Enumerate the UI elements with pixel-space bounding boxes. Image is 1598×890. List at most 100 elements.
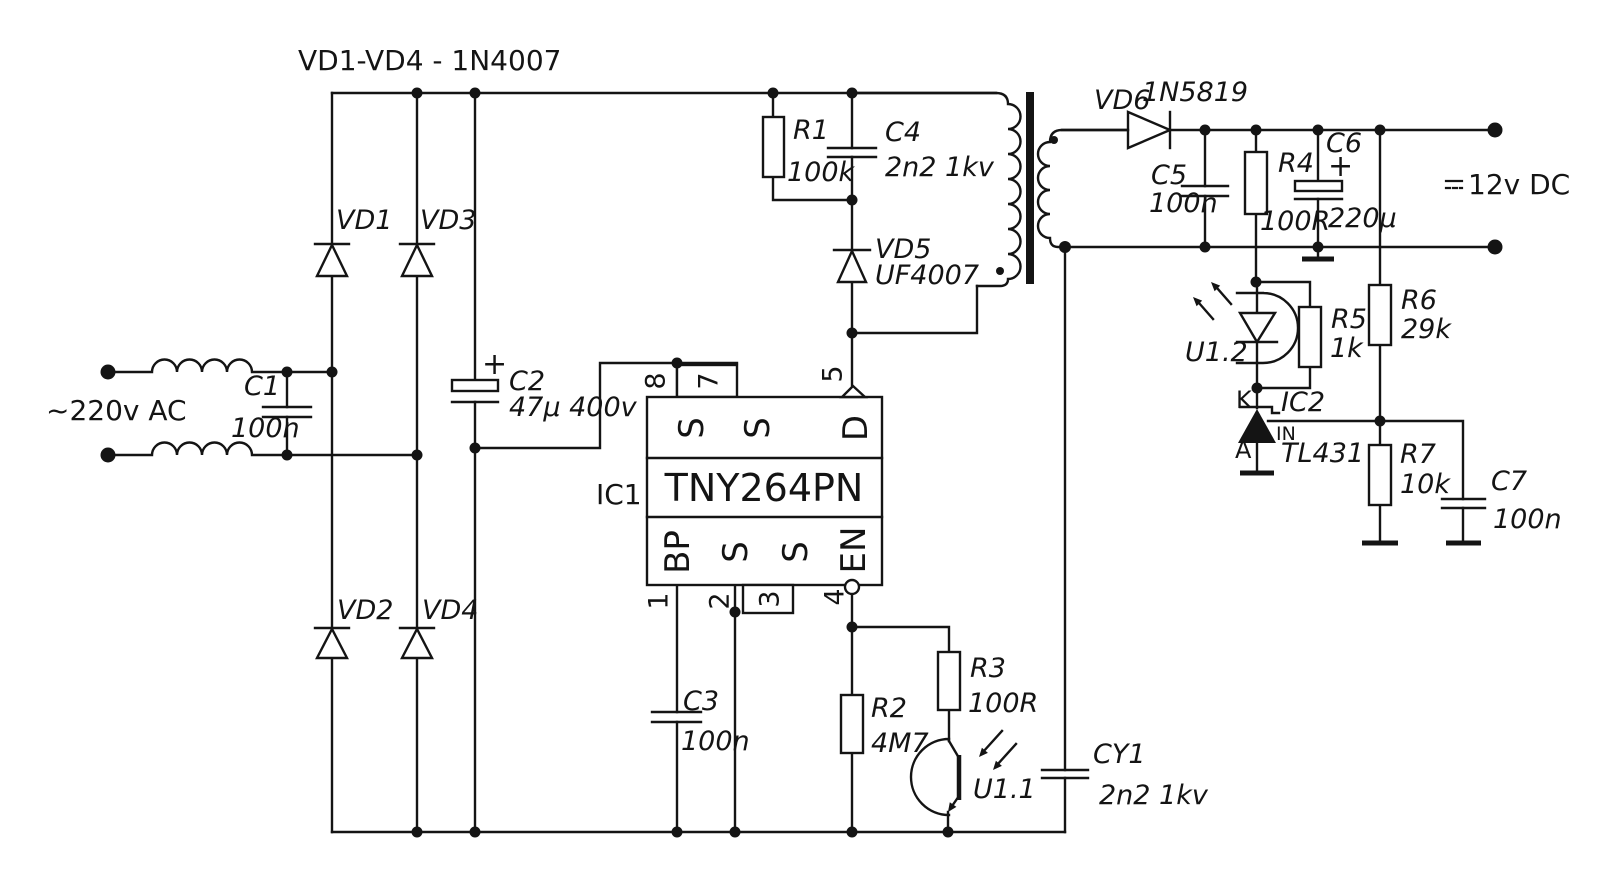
- ic2-ref: IC2: [1281, 387, 1325, 418]
- c1-ref: C1: [244, 371, 280, 402]
- ic1-pin4-number: 4: [820, 588, 851, 605]
- c5-value: 100n: [1149, 188, 1218, 219]
- r7-ref: R7: [1400, 439, 1436, 470]
- optocoupler-led-u1-2: [1193, 282, 1300, 365]
- ic1-pad-s-bot-left: S: [716, 541, 756, 563]
- tl431-cathode-label: K: [1236, 386, 1253, 414]
- optocoupler-phototransistor-u1-1: [909, 729, 1018, 817]
- capacitor-cy1: [1040, 768, 1090, 780]
- c6-polarity: +: [1328, 149, 1353, 184]
- ac-input-terminal-bottom: [100, 447, 116, 463]
- c4-ref: C4: [885, 117, 921, 148]
- capacitor-c3: [650, 710, 703, 724]
- vd5-ref: VD5: [875, 234, 931, 265]
- dc-output-terminal-plus: [1487, 122, 1503, 138]
- terminals: [100, 122, 1503, 463]
- resistor-r3: [936, 650, 962, 712]
- transformer-primary-winding: [850, 91, 1022, 288]
- diode-vd1: [313, 242, 351, 278]
- tl431-anode-label: A: [1235, 436, 1252, 464]
- c5-ref: C5: [1151, 160, 1187, 191]
- capacitor-c1: [261, 405, 313, 419]
- emitted-light-arrow: [1211, 282, 1221, 292]
- c6-value: 220µ: [1328, 203, 1397, 234]
- r7-value: 10k: [1400, 469, 1451, 500]
- ic1-pad-s-bot-right: S: [776, 541, 816, 563]
- r6-ref: R6: [1401, 285, 1437, 316]
- dc-output-label: 12v DC: [1468, 168, 1570, 201]
- u1-2-ref: U1.2: [1185, 337, 1248, 368]
- ic1-part-number: TNY264PN: [664, 466, 864, 510]
- r3-ref: R3: [970, 653, 1006, 684]
- vd1-ref: VD1: [336, 205, 392, 236]
- r2-ref: R2: [871, 693, 907, 724]
- c4-value: 2n2 1kv: [885, 152, 995, 183]
- r3-value: 100R: [968, 688, 1038, 719]
- ic1-pin7-tab: [675, 363, 739, 399]
- ic1-pin5-number: 5: [818, 365, 849, 382]
- capacitor-c4: [826, 146, 878, 159]
- ic1-pad-s-top-right: S: [738, 417, 778, 439]
- secondary-polarity-dot: [1050, 136, 1058, 144]
- ic1-body: [645, 395, 884, 587]
- r4-ref: R4: [1278, 148, 1314, 179]
- diode-vd2: [313, 626, 351, 660]
- r1-ref: R1: [793, 115, 829, 146]
- cy1-value: 2n2 1kv: [1099, 780, 1209, 811]
- emitted-light-arrow: [1193, 297, 1203, 307]
- bridge-rectifier: [313, 242, 436, 660]
- resistor-r5: [1297, 305, 1323, 369]
- capacitor-c2: [450, 378, 500, 404]
- r4-value: 100R: [1260, 206, 1330, 237]
- resistor-r7: [1367, 443, 1393, 507]
- r6-value: 29k: [1401, 314, 1452, 345]
- capacitor-c6: [1293, 179, 1344, 201]
- capacitor-c5: [1180, 184, 1230, 198]
- tl431-ref-pin-label: IN: [1276, 423, 1296, 445]
- resistor-r2: [839, 693, 865, 755]
- vd4-ref: VD4: [422, 595, 478, 626]
- cy1-ref: CY1: [1093, 739, 1146, 770]
- emitter-arrow: [948, 802, 957, 812]
- dc-output-terminal-minus: [1487, 239, 1503, 255]
- incoming-light-arrow: [979, 747, 988, 757]
- ic2-part: TL431: [1281, 438, 1364, 469]
- dc-symbol: [1444, 179, 1464, 190]
- resistor-r1: [761, 115, 786, 179]
- resistor-r4: [1243, 150, 1269, 216]
- primary-wiring: [106, 91, 1067, 834]
- junction-dots: [281, 87, 1386, 838]
- c2-value: 47µ 400v: [509, 392, 638, 423]
- vd5-value: UF4007: [875, 260, 979, 291]
- secondary-wiring: [1063, 128, 1497, 543]
- ac-input-label: ~220v AC: [46, 394, 187, 427]
- ic1-pin1-number: 1: [644, 592, 675, 609]
- c1-value: 100n: [231, 413, 300, 444]
- ic1-tny264pn: [645, 363, 884, 615]
- c7-value: 100n: [1493, 504, 1562, 535]
- r5-value: 1k: [1330, 333, 1364, 364]
- ic1-pin2-number: 2: [705, 592, 736, 609]
- transformer-secondary-winding: [1036, 128, 1130, 249]
- ic1-drain-notch: [839, 384, 869, 399]
- c3-ref: C3: [683, 686, 719, 717]
- r5-ref: R5: [1331, 304, 1367, 335]
- ic1-ref: IC1: [596, 478, 642, 511]
- schematic-title: VD1-VD4 - 1N4007: [298, 44, 561, 77]
- r2-value: 4M7: [871, 728, 929, 759]
- vd6-ref: VD6: [1094, 85, 1150, 116]
- ic1-pin3-tab: [741, 583, 795, 615]
- transformer-core: [1026, 92, 1034, 284]
- diode-vd5: [832, 248, 872, 284]
- c7-ref: C7: [1491, 466, 1527, 497]
- ic1-pad-en: EN: [834, 527, 874, 574]
- ic1-pin8-number: 8: [641, 372, 672, 389]
- ic1-pad-bp: BP: [658, 530, 698, 574]
- diode-vd4: [398, 626, 436, 660]
- transformer: [850, 91, 1130, 288]
- ic1-pad-s-top-left: S: [672, 417, 712, 439]
- ic1-pin3-number: 3: [755, 590, 786, 607]
- ic1-pad-drain: D: [836, 415, 876, 441]
- c3-value: 100n: [681, 726, 750, 757]
